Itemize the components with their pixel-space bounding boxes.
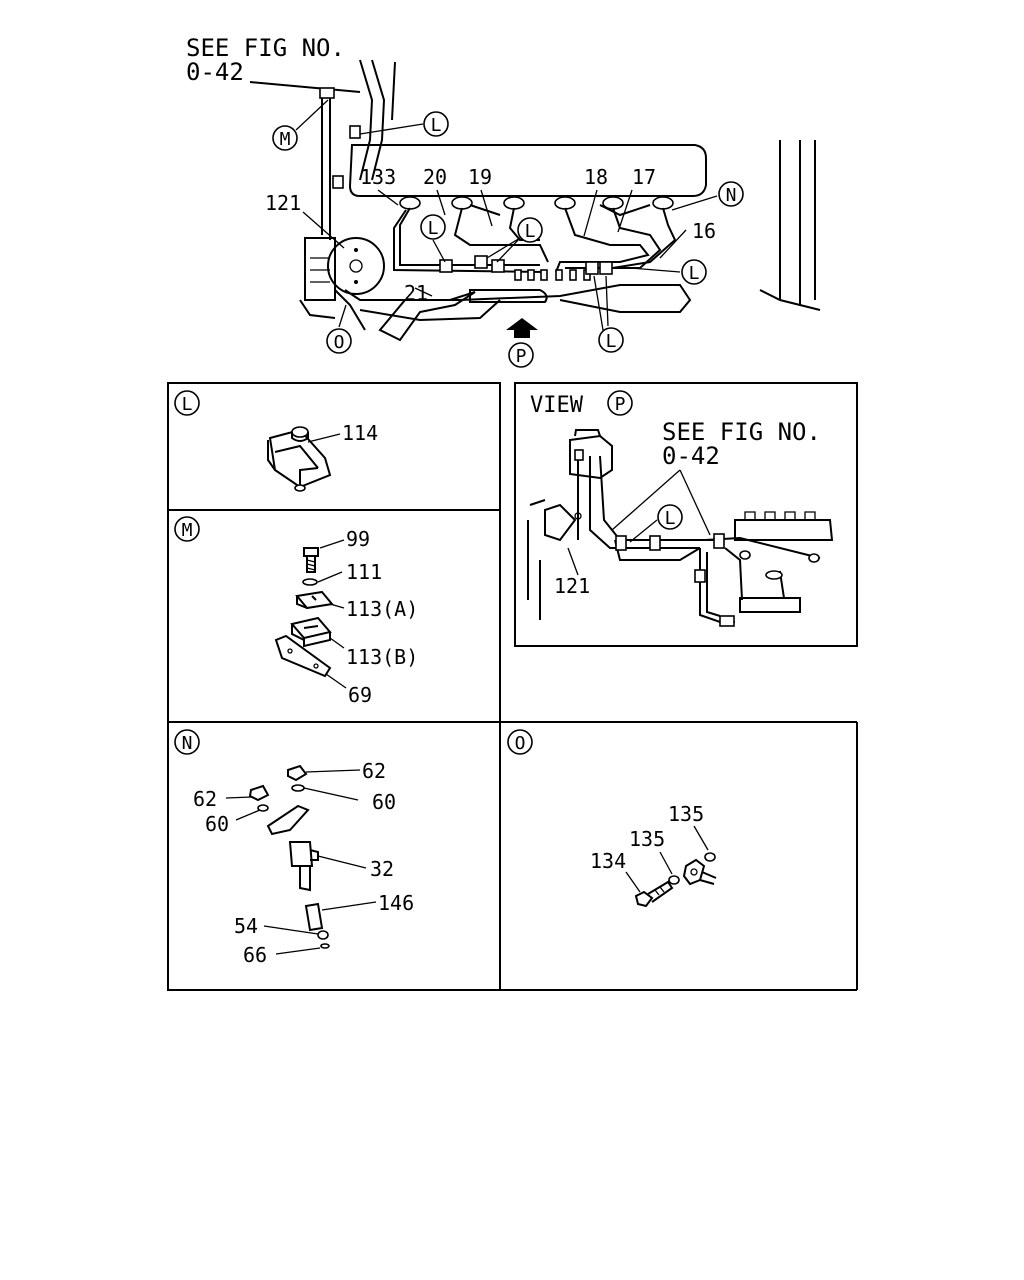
view-title: VIEW bbox=[530, 393, 584, 418]
svg-text:L: L bbox=[525, 221, 536, 242]
panel-m: M 99 111 113(A) 113( bbox=[174, 516, 418, 707]
view-part-121: 121 bbox=[554, 574, 590, 598]
injector-assembly-drawing bbox=[248, 764, 330, 949]
part-62-left: 62 bbox=[193, 787, 217, 811]
callout-l-right: L bbox=[681, 259, 707, 285]
callout-l-left: L bbox=[420, 214, 446, 240]
panel-o: O 134 135 135 bbox=[507, 729, 717, 908]
see-fig-label-line1: SEE FIG NO. bbox=[186, 34, 345, 62]
svg-text:O: O bbox=[334, 332, 345, 353]
part-113b: 113(B) bbox=[346, 645, 418, 669]
view-see-fig-line1: SEE FIG NO. bbox=[662, 418, 821, 446]
part-114: 114 bbox=[342, 421, 378, 445]
main-engine-drawing: SEE FIG NO. 0-42 bbox=[186, 34, 821, 368]
panel-l: L 114 bbox=[174, 390, 378, 492]
panel-n-letter: N bbox=[182, 733, 193, 754]
part-19: 19 bbox=[468, 165, 492, 189]
part-69: 69 bbox=[348, 683, 372, 707]
panel-l-letter: L bbox=[182, 394, 193, 415]
part-134: 134 bbox=[590, 849, 626, 873]
panel-view-p: VIEW P SEE FIG NO. 0-42 bbox=[527, 390, 834, 627]
clamp-114-drawing bbox=[267, 426, 332, 492]
bracket-69-drawing bbox=[274, 634, 332, 678]
callout-p: P bbox=[508, 342, 534, 368]
svg-text:L: L bbox=[606, 331, 617, 352]
part-62-right: 62 bbox=[362, 759, 386, 783]
part-60-left: 60 bbox=[205, 812, 229, 836]
part-20: 20 bbox=[423, 165, 447, 189]
callout-m: M bbox=[272, 125, 298, 151]
bracket-113a-drawing bbox=[295, 590, 334, 610]
callout-l-top: L bbox=[423, 111, 449, 137]
part-17: 17 bbox=[632, 165, 656, 189]
bolt-99-drawing bbox=[303, 547, 319, 573]
part-32: 32 bbox=[370, 857, 394, 881]
banjo-bolt-drawing bbox=[634, 852, 717, 908]
part-99: 99 bbox=[346, 527, 370, 551]
part-135-upper: 135 bbox=[668, 802, 704, 826]
part-121: 121 bbox=[265, 191, 301, 215]
panel-n: N 62 60 62 60 32 146 54 66 bbox=[174, 729, 414, 967]
part-113a: 113(A) bbox=[346, 597, 418, 621]
svg-text:L: L bbox=[431, 115, 442, 136]
view-letter: P bbox=[615, 394, 626, 415]
part-133: 133 bbox=[360, 165, 396, 189]
view-direction-arrow bbox=[506, 318, 538, 338]
panel-o-letter: O bbox=[515, 733, 526, 754]
panel-m-letter: M bbox=[182, 520, 193, 541]
view-see-fig-line2: 0-42 bbox=[662, 442, 720, 470]
svg-text:M: M bbox=[280, 129, 291, 150]
callout-l-bottom: L bbox=[598, 327, 624, 353]
svg-text:N: N bbox=[726, 185, 737, 206]
panel-grid bbox=[167, 382, 858, 991]
svg-text:L: L bbox=[428, 218, 439, 239]
part-111: 111 bbox=[346, 560, 382, 584]
view-callout-l: L bbox=[665, 508, 676, 529]
part-60-right: 60 bbox=[372, 790, 396, 814]
part-135-lower: 135 bbox=[629, 827, 665, 851]
part-54: 54 bbox=[234, 914, 258, 938]
callout-l-center: L bbox=[517, 217, 543, 243]
part-16: 16 bbox=[692, 219, 716, 243]
part-18: 18 bbox=[584, 165, 608, 189]
injector-row bbox=[399, 196, 674, 210]
callout-n: N bbox=[718, 181, 744, 207]
part-21: 21 bbox=[404, 281, 428, 305]
svg-text:L: L bbox=[689, 263, 700, 284]
part-146: 146 bbox=[378, 891, 414, 915]
washer-111-drawing bbox=[302, 578, 318, 586]
bracket-113b-drawing bbox=[290, 616, 332, 648]
see-fig-label-line2: 0-42 bbox=[186, 58, 244, 86]
part-66: 66 bbox=[243, 943, 267, 967]
callout-o: O bbox=[326, 328, 352, 354]
svg-text:P: P bbox=[516, 346, 527, 367]
